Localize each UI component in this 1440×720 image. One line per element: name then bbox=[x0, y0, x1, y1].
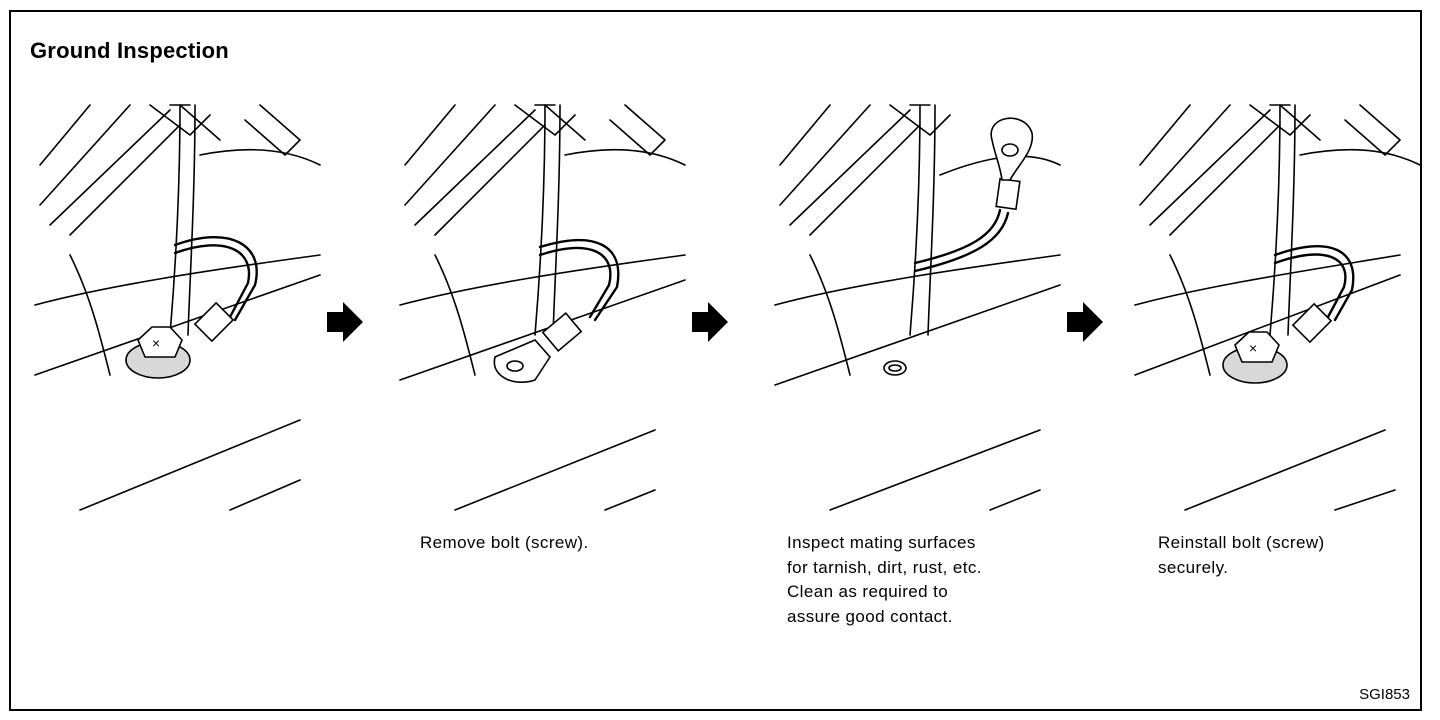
svg-text:×: × bbox=[152, 335, 160, 351]
caption-line: Reinstall bolt (screw) bbox=[1158, 533, 1325, 552]
right-arrow-icon bbox=[690, 300, 730, 344]
step-1-illustration: × bbox=[30, 95, 340, 525]
right-arrow-icon bbox=[1065, 300, 1105, 344]
step-2-caption: Remove bolt (screw). bbox=[420, 531, 589, 556]
caption-line: assure good contact. bbox=[787, 606, 953, 626]
caption-line: securely. bbox=[1158, 557, 1229, 577]
step-2-illustration bbox=[395, 95, 705, 525]
right-arrow-icon bbox=[325, 300, 365, 344]
figure-code: SGI853 bbox=[1359, 686, 1410, 703]
caption-line: for tarnish, dirt, rust, etc. bbox=[787, 557, 982, 577]
caption-line: Inspect mating surfaces bbox=[787, 533, 976, 552]
step-4-illustration: × bbox=[1130, 95, 1440, 525]
figure-title: Ground Inspection bbox=[30, 38, 229, 63]
caption-line: Remove bolt (screw). bbox=[420, 533, 589, 552]
svg-text:×: × bbox=[1249, 340, 1257, 356]
caption-line: Clean as required to bbox=[787, 582, 949, 601]
figure-frame bbox=[9, 10, 1422, 711]
step-3-caption: Inspect mating surfaces for tarnish, dir… bbox=[787, 531, 982, 629]
step-4-caption: Reinstall bolt (screw) securely. bbox=[1158, 531, 1325, 580]
body-panel-lines bbox=[34, 104, 321, 511]
step-3-illustration bbox=[770, 95, 1080, 525]
